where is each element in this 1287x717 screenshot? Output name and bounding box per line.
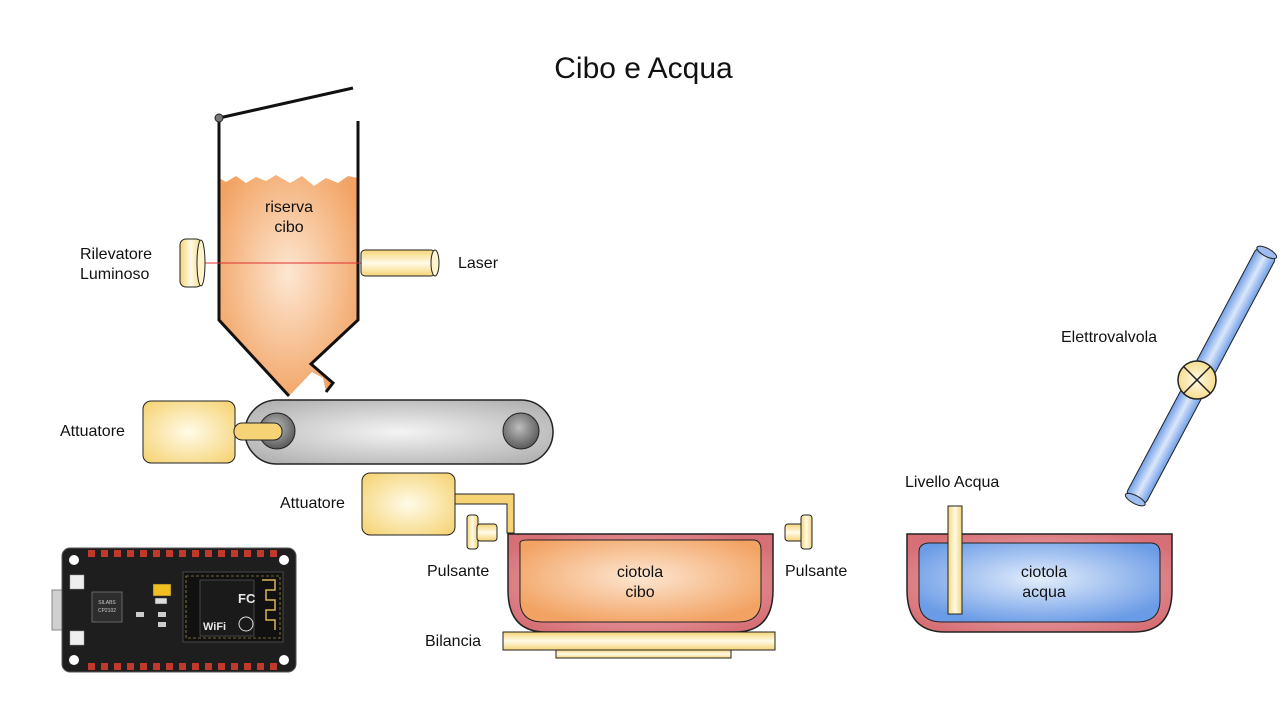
valve-label: Elettrovalvola (1061, 329, 1158, 346)
board-pin (101, 550, 108, 557)
label-line: Luminoso (80, 266, 150, 283)
label-line: cibo (274, 219, 304, 236)
board-pin (140, 550, 147, 557)
lid-hinge (214, 113, 224, 123)
button-right-label: Pulsante (785, 563, 848, 580)
belt-wheel-right (502, 412, 540, 450)
board-pin (270, 550, 277, 557)
board-pin (140, 663, 147, 670)
board-pin (179, 663, 186, 670)
belt-actuator-label: Attuatore (60, 423, 125, 440)
label-line: ciotola (1020, 564, 1068, 581)
board-pin (114, 663, 121, 670)
water-level-sensor (947, 505, 963, 615)
pin-header-top (88, 550, 277, 557)
conveyor-belt (244, 399, 554, 465)
light-detector (179, 238, 206, 288)
board-pin (257, 550, 264, 557)
water-bowl (906, 533, 1173, 633)
board-pin (244, 663, 251, 670)
fc-logo: FC (238, 591, 256, 606)
board-pin (88, 550, 95, 557)
label-line: acqua (1022, 584, 1066, 601)
label-line: ciotola (616, 564, 664, 581)
board-pin (101, 663, 108, 670)
button-sensor-left (466, 514, 498, 550)
scale-label: Bilancia (425, 633, 482, 650)
board-pin (127, 550, 134, 557)
board-pin (88, 663, 95, 670)
board-pin (205, 663, 212, 670)
board-pin (166, 663, 173, 670)
food-reservoir-label: riserva cibo (244, 198, 334, 238)
food-fill (219, 175, 358, 396)
board-pin (205, 550, 212, 557)
board-pin (218, 550, 225, 557)
scale (502, 631, 776, 659)
hopper-outline (217, 119, 360, 398)
board-pin (114, 550, 121, 557)
wifi-logo: WiFi (203, 621, 226, 633)
label-line: Rilevatore (80, 246, 153, 263)
usb-chip (91, 591, 123, 623)
light-detector-label: Rilevatore Luminoso (80, 245, 152, 285)
label-line: cibo (625, 584, 655, 601)
push-actuator-label: Attuatore (280, 495, 345, 512)
board-pin (192, 550, 199, 557)
diagram-title: Cibo e Acqua (554, 52, 733, 85)
button-left-label: Pulsante (427, 563, 490, 580)
board-pin (218, 663, 225, 670)
laser-emitter (360, 249, 440, 277)
chip-text-1: SILABS (98, 600, 116, 606)
food-bowl (507, 533, 774, 633)
hopper-lid (218, 86, 354, 120)
button-sensor-right (784, 514, 813, 550)
chip-text-2: CP2102 (98, 608, 116, 614)
antenna-trace (262, 579, 276, 630)
belt-actuator (142, 400, 283, 464)
board-pin (257, 663, 264, 670)
food-reservoir (214, 86, 360, 398)
pin-header-bottom (88, 663, 277, 670)
board-pin (166, 550, 173, 557)
board-pin (231, 550, 238, 557)
board-pin (192, 663, 199, 670)
push-actuator (361, 472, 515, 536)
nodemcu-board: SILABS CP2102 FC WiFi (51, 547, 297, 673)
laser-label: Laser (458, 255, 499, 272)
label-line: riserva (264, 199, 313, 216)
board-pin (270, 663, 277, 670)
capacitor (152, 583, 172, 597)
solenoid-valve (1177, 360, 1217, 400)
board-pin (127, 663, 134, 670)
water-level-label: Livello Acqua (905, 474, 1000, 491)
board-pin (244, 550, 251, 557)
board-pin (231, 663, 238, 670)
board-pin (153, 550, 160, 557)
board-pin (153, 663, 160, 670)
water-bowl-label: ciotola acqua (999, 563, 1089, 603)
board-pin (179, 550, 186, 557)
food-bowl-label: ciotola cibo (595, 563, 685, 603)
